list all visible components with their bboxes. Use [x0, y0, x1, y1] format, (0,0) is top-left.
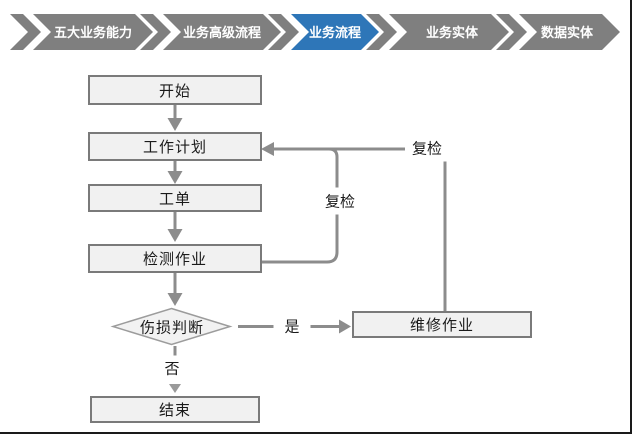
frame-right-border [630, 0, 632, 434]
connector-recheck-repair-to-plan [274, 147, 447, 311]
nav-tab-label: 数据实体 [541, 25, 594, 40]
chevron-band-icon [366, 14, 397, 50]
flow-node-damage-decision-label: 伤损判断 [139, 319, 205, 337]
arrow-down-icon [167, 229, 183, 242]
flow-node-inspection: 检测作业 [88, 244, 262, 273]
arrow-down-small-icon [169, 384, 181, 393]
chevron-band-icon [140, 14, 171, 50]
nav-tab-label: 业务高级流程 [183, 25, 261, 40]
arrow-down-icon [167, 171, 183, 184]
nav-tab-business-entity[interactable] [389, 14, 509, 50]
edge-label-yes: 是 [273, 313, 311, 339]
arrow-down-icon [167, 293, 183, 306]
nav-tab-data-entity[interactable] [519, 14, 620, 50]
nav-tab-five-capabilities[interactable] [33, 14, 153, 50]
arrow-down-icon [167, 118, 183, 131]
edge-label-recheck-outer: 复检 [404, 134, 450, 162]
chevron-band-icon [268, 14, 299, 50]
arrow-right-icon [339, 319, 351, 334]
nav-tab-label: 业务流程 [309, 25, 361, 40]
frame-bottom-border [0, 432, 632, 434]
nav-tab-high-level-process[interactable] [163, 14, 281, 50]
chevron-band-icon [496, 14, 527, 50]
edge-label-recheck-inner: 复检 [317, 187, 363, 215]
flow-node-work-plan: 工作计划 [88, 132, 262, 161]
nav-tab-business-process-active[interactable] [291, 14, 379, 50]
nav-tab-label: 五大业务能力 [54, 25, 132, 40]
nav-tab-label: 业务实体 [426, 25, 479, 40]
arrow-left-icon [261, 142, 274, 156]
edge-label-no: 否 [161, 355, 183, 381]
flow-node-work-order: 工单 [88, 184, 262, 212]
flow-node-start: 开始 [88, 75, 262, 105]
flow-node-end: 结束 [90, 396, 260, 423]
flow-node-repair: 维修作业 [352, 311, 532, 338]
process-nav: 五大业务能力 业务高级流程 业务流程 业务实体 数据实体 [10, 14, 620, 50]
chevron-band-icon [10, 14, 41, 50]
